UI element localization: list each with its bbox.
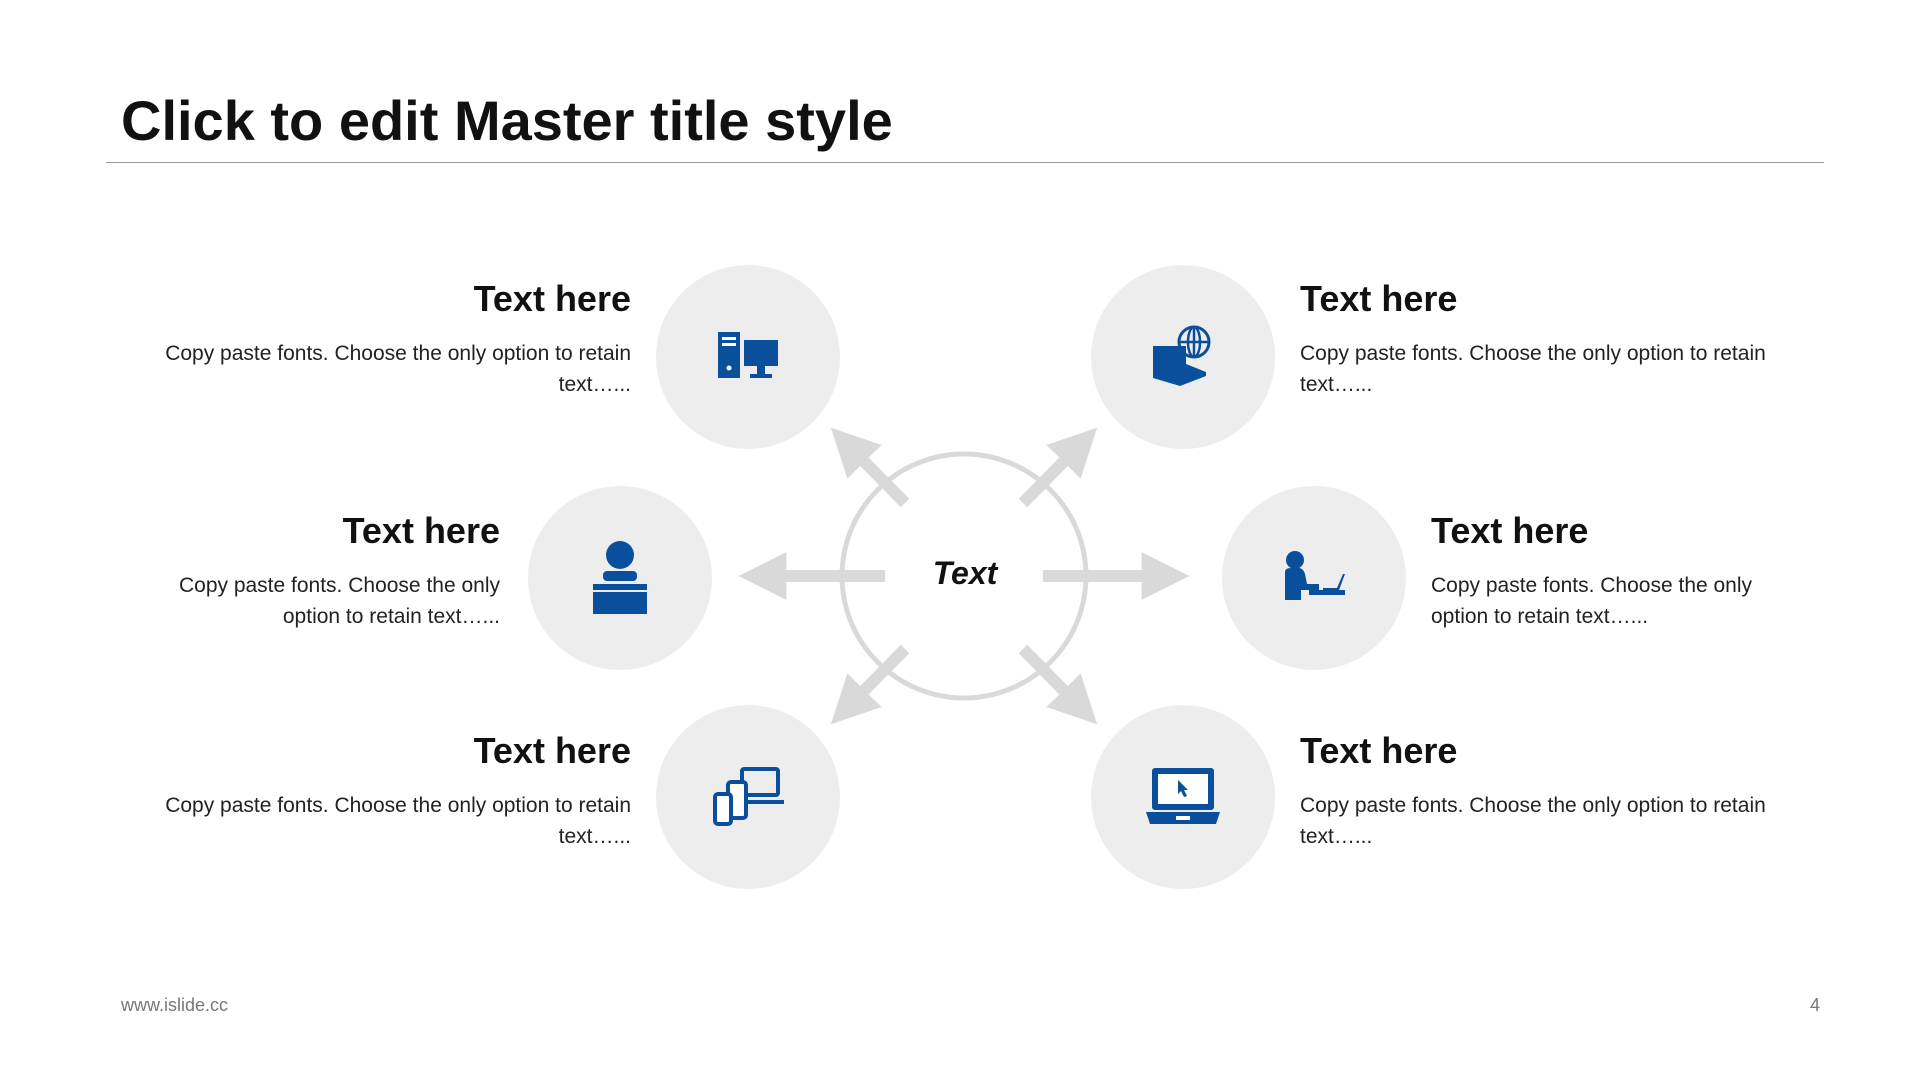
node-body[interactable]: Copy paste fonts. Choose the only option… — [165, 794, 631, 848]
node-text-middle-right: Text here Copy paste fonts. Choose the o… — [1431, 510, 1811, 632]
node-body[interactable]: Copy paste fonts. Choose the only option… — [1300, 794, 1766, 848]
node-heading[interactable]: Text here — [1300, 278, 1458, 319]
node-heading[interactable]: Text here — [473, 730, 631, 771]
page-number: 4 — [1809, 995, 1820, 1015]
node-text-middle-left: Text here Copy paste fonts. Choose the o… — [150, 510, 500, 632]
footer-url: www.islide.cc — [121, 995, 229, 1015]
node-heading[interactable]: Text here — [473, 278, 631, 319]
arrow-top-right — [1018, 427, 1098, 508]
multi-device-icon — [713, 767, 784, 826]
node-text-bottom-right: Text here Copy paste fonts. Choose the o… — [1300, 730, 1820, 852]
node-body[interactable]: Copy paste fonts. Choose the only option… — [178, 574, 500, 628]
arrow-bottom-right — [1018, 644, 1098, 725]
desktop-computer-icon — [718, 332, 778, 378]
person-at-desk-icon — [1285, 551, 1345, 600]
slide-title[interactable]: Click to edit Master title style — [121, 89, 893, 152]
laptop-cursor-icon — [1146, 768, 1220, 824]
node-circle-middle-right — [1222, 486, 1406, 670]
node-body[interactable]: Copy paste fonts. Choose the only option… — [165, 342, 631, 396]
node-text-bottom-left: Text here Copy paste fonts. Choose the o… — [138, 730, 631, 852]
node-heading[interactable]: Text here — [1431, 510, 1589, 551]
node-text-top-left: Text here Copy paste fonts. Choose the o… — [138, 278, 631, 400]
node-body[interactable]: Copy paste fonts. Choose the only option… — [1300, 342, 1766, 396]
arrow-top-left — [830, 427, 910, 508]
node-body[interactable]: Copy paste fonts. Choose the only option… — [1431, 574, 1753, 628]
node-text-top-right: Text here Copy paste fonts. Choose the o… — [1300, 278, 1820, 400]
title-divider — [106, 162, 1824, 163]
node-heading[interactable]: Text here — [1300, 730, 1458, 771]
user-at-laptop-icon — [593, 541, 647, 614]
globe-laptop-icon — [1153, 325, 1211, 386]
node-heading[interactable]: Text here — [342, 510, 500, 551]
arrow-bottom-left — [830, 644, 910, 725]
hub-label[interactable]: Text — [932, 555, 998, 591]
